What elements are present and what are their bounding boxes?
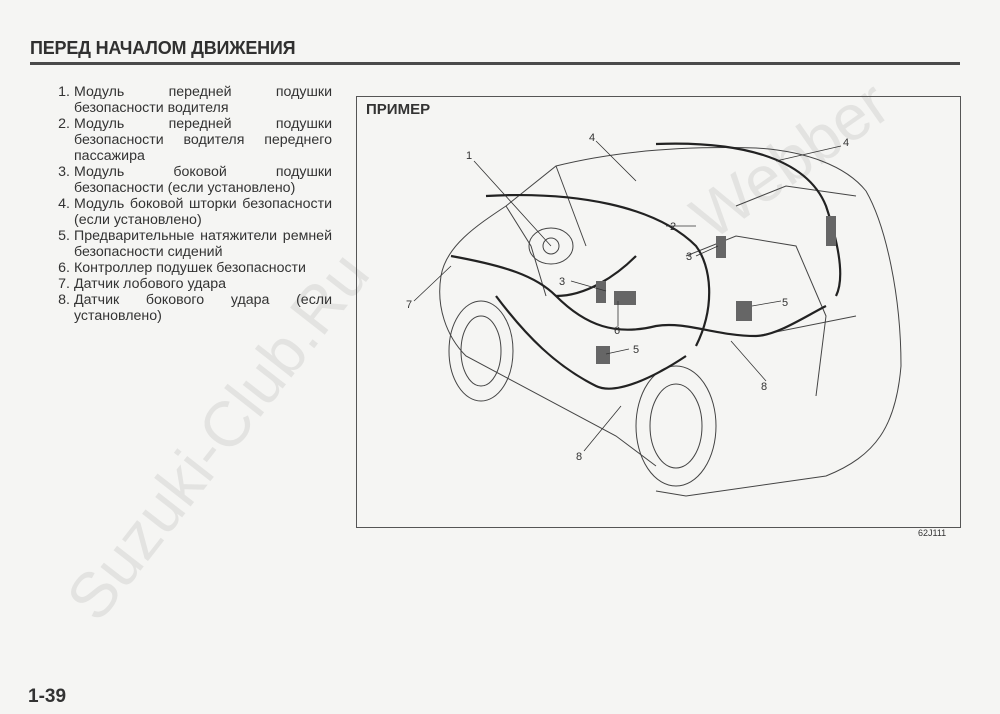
callout-label: 6 <box>614 325 620 337</box>
callout-label: 1 <box>466 150 472 162</box>
callout-label: 8 <box>576 451 582 463</box>
figure-frame <box>356 96 961 528</box>
legend-number: 7. <box>58 276 70 292</box>
legend-number: 3. <box>58 164 70 180</box>
callout-label: 2 <box>670 221 676 233</box>
wiring-harness <box>450 142 842 390</box>
airbag-layout-diagram: 1 2 3 3 4 4 5 5 6 7 8 8 <box>406 132 902 497</box>
legend-text: Контроллер подушек безопасности <box>74 260 306 276</box>
components <box>596 216 836 364</box>
legend-item: 1.Модуль передней подушки безопасности в… <box>40 84 332 116</box>
legend-text: Модуль передней подушки безопасности вод… <box>74 116 332 164</box>
callout-labels: 1 2 3 3 4 4 5 5 6 7 8 8 <box>406 132 849 463</box>
legend-text: Предварительные натяжители ремней безопа… <box>74 228 332 260</box>
legend-text: Датчик бокового удара (если установлено) <box>74 292 332 324</box>
legend-text: Модуль боковой подушки безопасности (есл… <box>74 164 332 196</box>
callout-label: 4 <box>843 137 849 149</box>
legend-number: 4. <box>58 196 70 212</box>
legend-item: 3.Модуль боковой подушки безопасности (е… <box>40 164 332 196</box>
component-legend: 1.Модуль передней подушки безопасности в… <box>40 84 332 324</box>
leader-lines <box>413 140 842 452</box>
legend-number: 1. <box>58 84 70 100</box>
callout-label: 7 <box>406 299 412 311</box>
legend-number: 8. <box>58 292 70 308</box>
callout-label: 3 <box>686 251 692 263</box>
callout-label: 5 <box>782 297 788 309</box>
legend-text: Модуль передней подушки безопасности вод… <box>74 84 332 116</box>
figure-title: ПРИМЕР <box>366 101 431 118</box>
callout-label: 3 <box>559 276 565 288</box>
section-title: ПЕРЕД НАЧАЛОМ ДВИЖЕНИЯ <box>30 38 296 58</box>
legend-item: 2.Модуль передней подушки безопасности в… <box>40 116 332 164</box>
legend-item: 5.Предварительные натяжители ремней безо… <box>40 228 332 260</box>
header-rule <box>30 62 960 65</box>
legend-text: Датчик лобового удара <box>74 276 227 292</box>
callout-label: 4 <box>589 132 595 144</box>
figure-code: 62J111 <box>918 528 947 538</box>
legend-item: 8.Датчик бокового удара (если установлен… <box>40 292 332 324</box>
legend-item: 4.Модуль боковой шторки безопасности (ес… <box>40 196 332 228</box>
page-number: 1-39 <box>28 686 67 707</box>
callout-label: 8 <box>761 381 767 393</box>
legend-number: 6. <box>58 260 70 276</box>
legend-number: 2. <box>58 116 70 132</box>
legend-text: Модуль боковой шторки безопасности (если… <box>74 196 332 228</box>
legend-number: 5. <box>58 228 70 244</box>
legend-item: 6.Контроллер подушек безопасности <box>40 260 332 276</box>
legend-item: 7.Датчик лобового удара <box>40 276 332 292</box>
callout-label: 5 <box>633 344 639 356</box>
